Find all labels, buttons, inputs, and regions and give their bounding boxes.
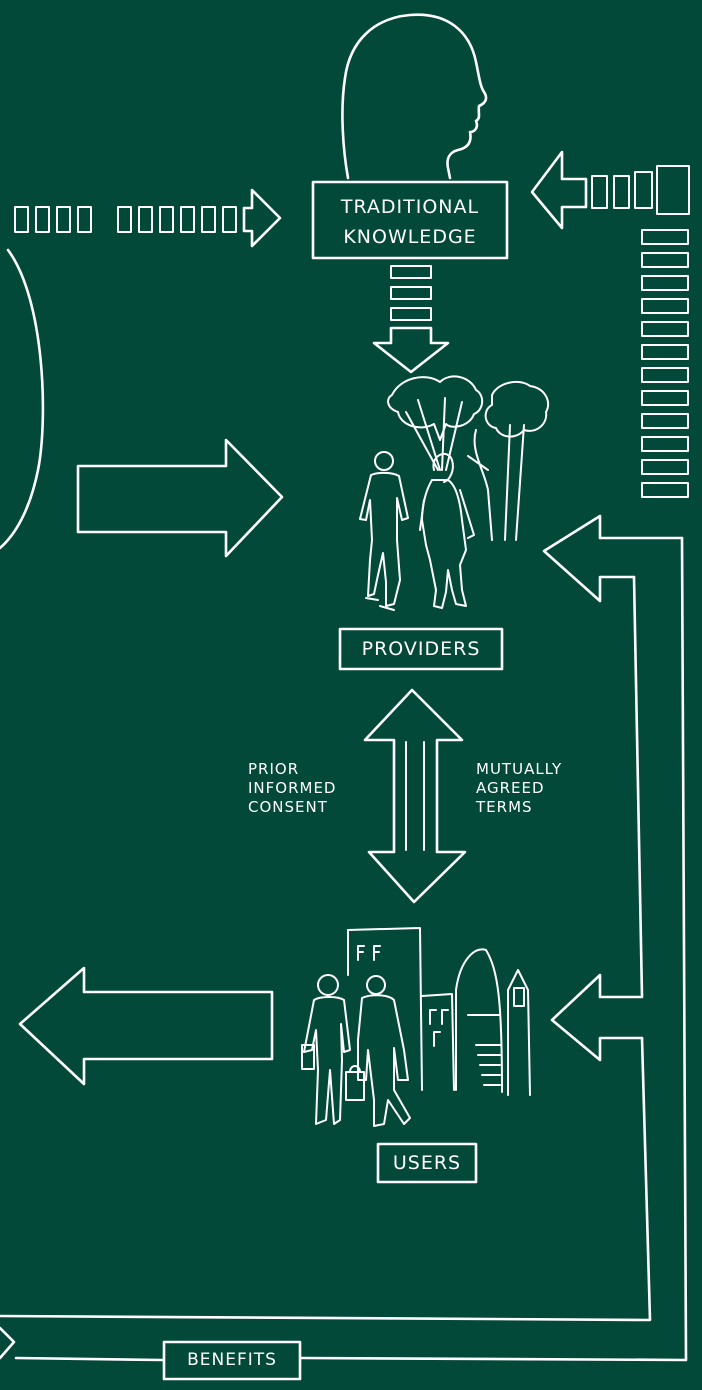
users-label: USERS	[392, 1152, 462, 1174]
pic-line-3: CONSENT	[248, 798, 328, 816]
outer-feedback-line	[300, 536, 688, 1362]
benefits-connector	[14, 1356, 164, 1362]
traditional-knowledge-box	[311, 180, 509, 260]
traditional-knowledge-label: TRADITIONAL KNOWLEDGE	[313, 192, 507, 252]
right-feedback-arrow-providers	[542, 514, 684, 603]
left-arrow-from-users	[18, 966, 274, 1086]
left-oval-shape	[0, 248, 45, 550]
pic-line-2: INFORMED	[248, 779, 337, 797]
tk-line-2: KNOWLEDGE	[343, 226, 477, 248]
double-headed-arrow	[363, 688, 467, 904]
benefits-label: BENEFITS	[187, 1350, 277, 1370]
tk-line-1: TRADITIONAL	[340, 196, 480, 218]
inner-feedback-line	[0, 575, 652, 1322]
city-buildings-icon	[347, 927, 531, 1096]
mat-line-2: AGREED	[476, 779, 545, 797]
providers-label: PROVIDERS	[361, 638, 481, 660]
left-dashed-arrow	[14, 188, 282, 248]
trees-icon	[387, 375, 550, 541]
head-silhouette-icon	[341, 13, 488, 180]
right-dashed-arrow	[530, 150, 690, 230]
mat-line-3: TERMS	[476, 798, 533, 816]
business-people-icon	[301, 974, 411, 1127]
walking-people-icon	[359, 451, 475, 611]
mutually-agreed-terms-label: MUTUALLY AGREED TERMS	[476, 760, 562, 817]
bottom-left-arrow-tip	[0, 1326, 16, 1360]
mat-line-1: MUTUALLY	[476, 760, 563, 778]
prior-informed-consent-label: PRIOR INFORMED CONSENT	[248, 760, 336, 817]
right-arrow-to-providers	[76, 438, 284, 558]
right-feedback-arrow-users	[550, 973, 644, 1062]
right-vertical-dashes	[641, 229, 689, 498]
down-dashed-arrow	[372, 265, 450, 374]
providers-box	[338, 627, 504, 671]
benefits-box	[162, 1340, 302, 1381]
pic-line-1: PRIOR	[248, 760, 300, 778]
